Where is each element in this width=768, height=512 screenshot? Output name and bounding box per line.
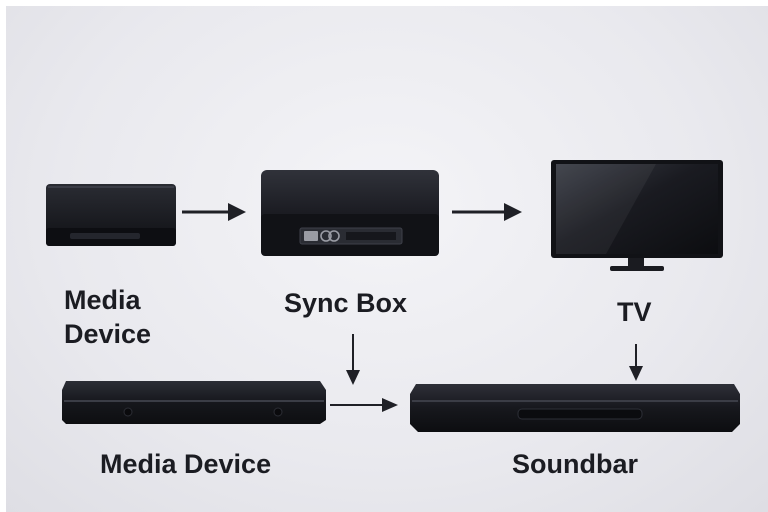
- label-sync-box: Sync Box: [284, 288, 408, 318]
- arrow-icon: [330, 398, 398, 412]
- arrow-icon: [452, 203, 522, 221]
- label-soundbar: Soundbar: [512, 449, 638, 479]
- frame-left: [0, 0, 6, 512]
- soundbar-icon: [410, 384, 740, 432]
- frame-top: [0, 0, 768, 6]
- label-media-device-bottom: Media Device: [100, 449, 272, 479]
- arrow-icon: [629, 344, 643, 381]
- arrow-icon: [182, 203, 246, 221]
- media-device-top-icon: [46, 184, 176, 246]
- label-media-device-top: Media Device: [64, 285, 152, 349]
- media-device-bottom-icon: [62, 381, 326, 424]
- sync-box-icon: [261, 170, 439, 256]
- tv-icon: [551, 160, 723, 271]
- label-tv: TV: [617, 297, 652, 327]
- arrow-icon: [346, 334, 360, 385]
